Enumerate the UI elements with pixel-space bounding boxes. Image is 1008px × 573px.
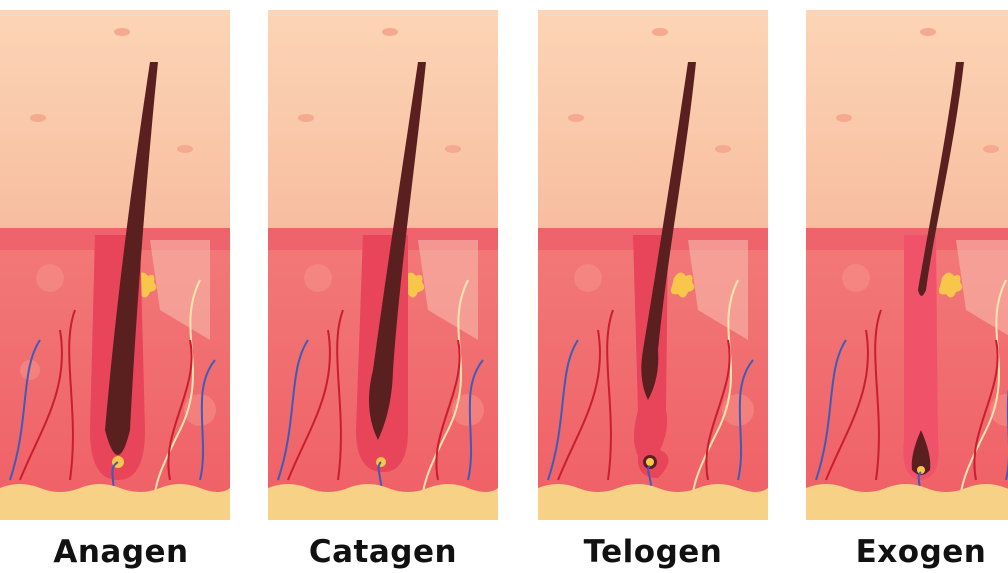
anagen-illustration <box>0 10 230 520</box>
stage-exogen: Exogen <box>806 0 1008 520</box>
stage-telogen: Telogen <box>538 0 768 520</box>
stage-label-exogen: Exogen <box>806 533 1008 571</box>
fat-layer <box>538 484 768 520</box>
stage-label-telogen: Telogen <box>538 533 768 571</box>
exogen-illustration <box>806 10 1008 520</box>
telogen-illustration <box>538 10 768 520</box>
catagen-illustration <box>268 10 498 520</box>
stage-label-catagen: Catagen <box>268 533 498 571</box>
stage-catagen: Catagen <box>268 0 498 520</box>
stage-label-anagen: Anagen <box>6 533 236 571</box>
fat-layer <box>806 484 1008 520</box>
fat-layer <box>268 484 498 520</box>
stage-anagen: Anagen <box>0 0 230 520</box>
fat-layer <box>0 484 230 520</box>
